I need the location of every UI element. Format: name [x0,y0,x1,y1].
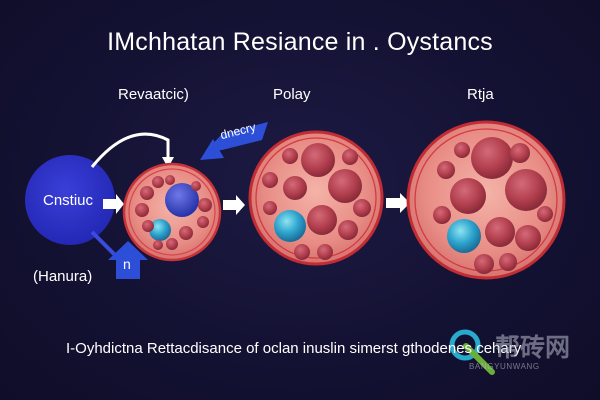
cell-large [406,120,566,280]
label-hanura: (Hanura) [33,268,93,285]
curved-arrow-head [162,157,174,168]
watermark-text: 帮砖网 [495,333,571,362]
ribbon-arrow [205,122,268,152]
source-circle [25,155,115,245]
label-stage3: Rtja [467,86,494,103]
up-arrow [108,241,148,279]
small-arrow-right [386,193,410,213]
watermark-logo-icon [449,329,495,375]
diagram-title: IMchhatan Resiance in . Oystancs [107,28,493,56]
ribbon-arrow-head [200,139,224,160]
label-stage1: Revaatcic) [118,86,189,103]
caption: I-Oyhdictna Rettacdisance of oclan inusl… [66,340,522,357]
cell-small [122,162,222,262]
label-source: Cnstiuc [43,192,94,209]
cell-medium [248,130,384,266]
small-arrow-left [103,194,124,214]
small-arrow-mid [223,195,245,215]
label-up-arrow: n [123,256,131,272]
watermark-url: BANGYUNWANG [469,362,540,371]
curved-arrow [90,132,170,168]
blue-connector [90,230,120,260]
label-stage2: Polay [273,86,311,103]
